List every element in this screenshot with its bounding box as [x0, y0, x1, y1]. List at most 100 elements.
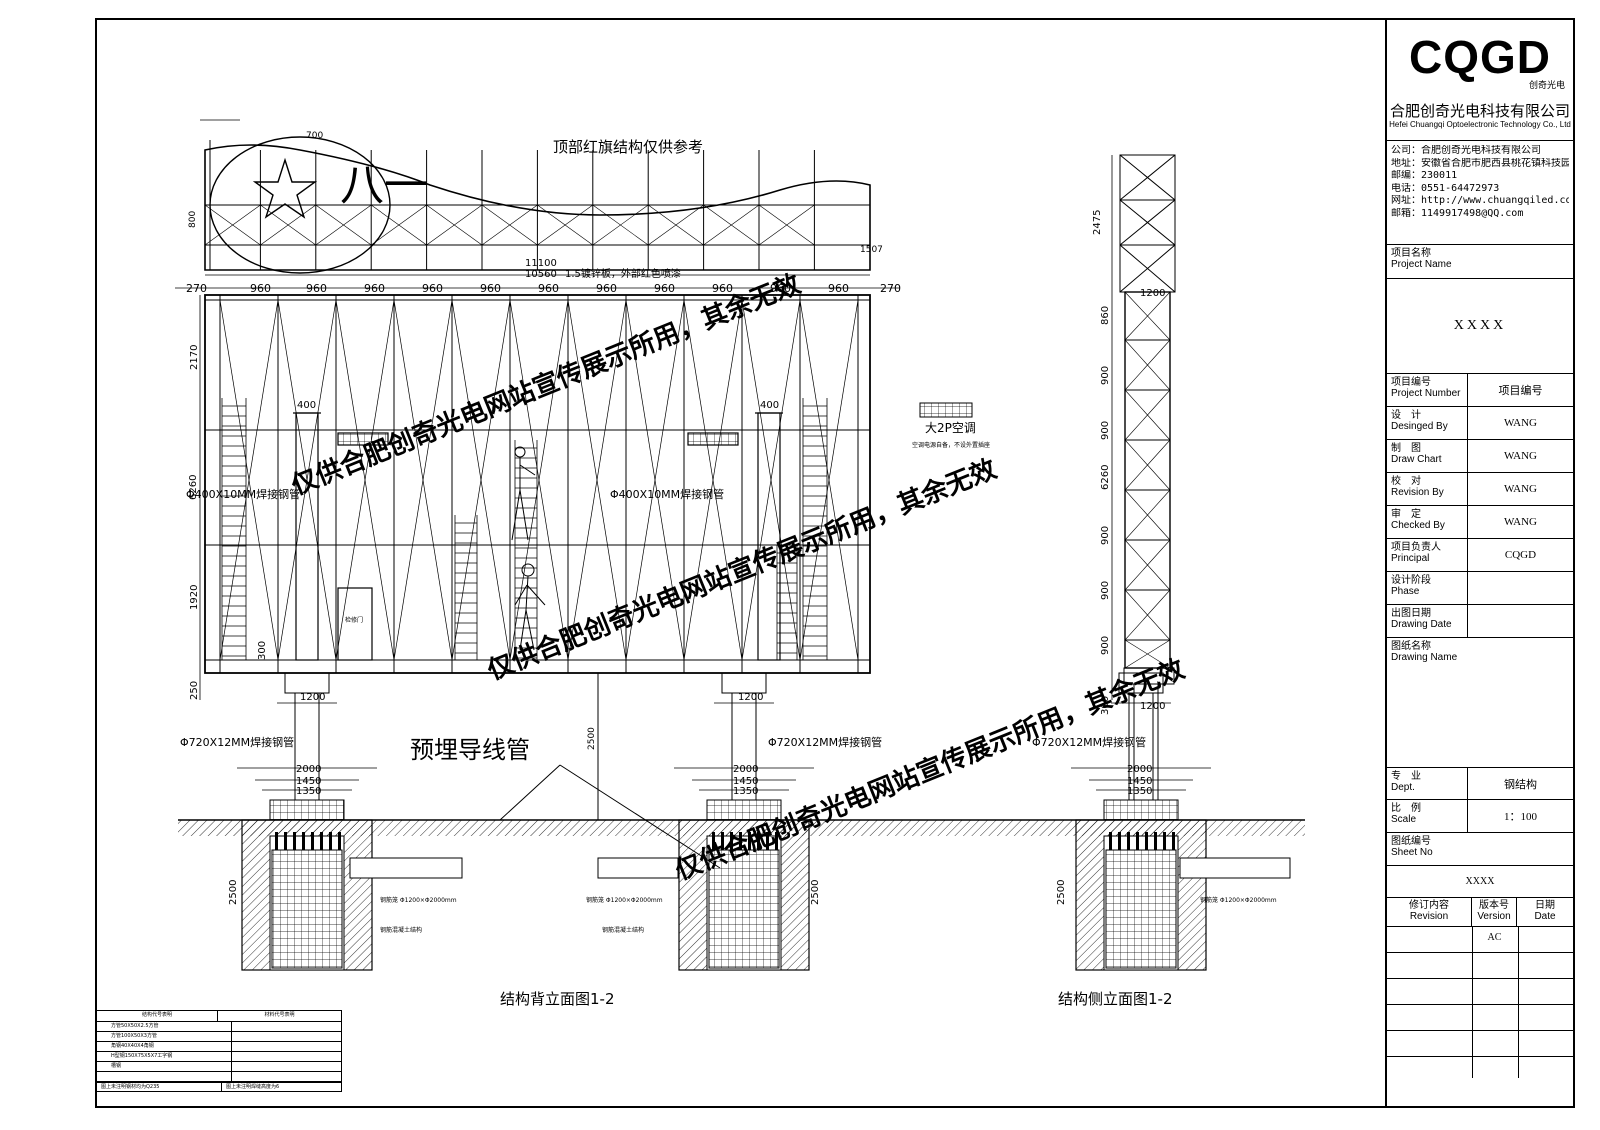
rev-head-date-en: Date [1534, 911, 1556, 922]
top-dim-label: 960 [654, 282, 675, 295]
dim-1350-a: 1350 [296, 786, 321, 797]
row-value: WANG [1467, 440, 1573, 472]
dept-label-en: Dept. [1391, 782, 1415, 793]
top-dim-label: 960 [364, 282, 385, 295]
drawing-frame [95, 18, 1575, 1108]
pipe-720-c: Φ720X12MM焊接钢管 [1032, 735, 1146, 749]
legend-foot-a: 图上未注明钢材均为Q235 [97, 1083, 222, 1091]
rev-head-version-en: Version [1477, 911, 1511, 922]
rebar-note-1: 钢筋笼 Φ1200×Φ2000mm [380, 896, 457, 904]
concrete-note-2: 钢筋混凝土结构 [602, 926, 644, 934]
top-flag [200, 119, 871, 274]
conduit [349, 673, 1291, 879]
sheet-number: XXXX [1387, 866, 1573, 898]
sheet-label: 图纸编号 [1391, 836, 1431, 847]
rev-head-content-en: Revision [1409, 911, 1449, 922]
mid-2500: 2500 [587, 727, 597, 750]
top-dim-label: 270 [186, 282, 207, 295]
row-label-en: Checked By [1391, 520, 1445, 531]
side-dim-2475: 2475 [1092, 210, 1103, 235]
top-dim-label: 960 [770, 282, 791, 295]
dim-250: 250 [189, 681, 200, 700]
dim-1200-d: 1200 [1140, 701, 1165, 712]
row-label: 项目负责人 [1391, 542, 1441, 553]
pipe-720-b: Φ720X12MM焊接钢管 [768, 735, 882, 749]
company-name-cn: 合肥创奇光电科技有限公司 [1389, 103, 1570, 120]
width-inner: 10560 [525, 269, 557, 280]
watermark-1: 仅供合肥创奇光电网站宣传展示所用，其余无效 [287, 268, 805, 501]
rev-head-version: 版本号 [1479, 900, 1509, 911]
dim-400-left: 400 [297, 400, 316, 411]
title-back-elevation: 结构背立面图1-2 [500, 990, 615, 1008]
project-name-label: 项目名称 [1391, 248, 1431, 259]
legend-cell: 方管50X50X2.5方管 [97, 1022, 232, 1031]
top-dim-label: 960 [596, 282, 617, 295]
row-value: WANG [1467, 506, 1573, 538]
project-name: XXXX [1387, 279, 1573, 374]
side-tower [1111, 154, 1176, 800]
company-info: 公司：合肥创奇光电科技有限公司 地址：安徽省合肥市肥西县桃花镇科技园 邮编：23… [1387, 141, 1573, 245]
info-line: 网址：http://www.chuangqiled.com [1391, 195, 1569, 206]
row-label-en: Desinged By [1391, 421, 1448, 432]
ground-line [178, 819, 1305, 836]
row-value: 项目编号 [1467, 374, 1573, 406]
dim-300: 300 [257, 641, 268, 660]
side-dim-label: 900 [1100, 581, 1111, 600]
info-line: 公司：合肥创奇光电科技有限公司 [1391, 145, 1541, 156]
main-frame [204, 294, 871, 674]
top-note: 顶部红旗结构仅供参考 [553, 138, 703, 156]
side-dim-label: 860 [1100, 306, 1111, 325]
info-line: 地址：安徽省合肥市肥西县桃花镇科技园 [1391, 157, 1569, 169]
dim-1200-a: 1200 [300, 692, 325, 703]
dim-700: 700 [306, 131, 323, 141]
dim-2000-b: 2000 [733, 764, 758, 775]
dim-1920: 1920 [189, 585, 200, 610]
inner-columns [293, 412, 783, 661]
legend-table: 结构代号表明 材料代号表明 方管50X50X2.5方管方管100X50X3方管角… [96, 1010, 342, 1092]
row-value: WANG [1467, 407, 1573, 439]
row-label: 设计阶段 [1391, 575, 1431, 586]
legend-row: 方管50X50X2.5方管 [97, 1022, 341, 1032]
top-dim-label: 960 [538, 282, 559, 295]
rebar-note-3: 钢筋笼 Φ1200×Φ2000mm [1200, 896, 1277, 904]
legend-title-b: 材料代号表明 [264, 1012, 295, 1018]
row-value [1467, 572, 1573, 604]
sheet-label-en: Sheet No [1391, 847, 1433, 858]
dim-1450-b: 1450 [733, 776, 758, 787]
width-total: 11100 [525, 258, 557, 269]
dim-1507: 1507 [860, 245, 883, 255]
row-label-en: Project Number [1391, 388, 1461, 399]
dim-2000-a: 2000 [296, 764, 321, 775]
row-label: 设 计 [1391, 410, 1421, 421]
side-1350: 1350 [1127, 786, 1152, 797]
dim-1200-c: 1200 [1140, 288, 1165, 299]
flag-character: 八一 [340, 160, 428, 211]
rev-version: AC [1487, 932, 1502, 943]
dim-1350-b: 1350 [733, 786, 758, 797]
info-line: 电话：0551-64472973 [1391, 182, 1500, 194]
aircon-note: 空调电源自备，不设外置插座 [912, 441, 990, 449]
top-dim-label: 960 [306, 282, 327, 295]
conduit-label: 预埋导线管 [410, 736, 530, 764]
side-dim-label: 900 [1100, 636, 1111, 655]
legend-row [97, 1072, 341, 1082]
legend-title-a: 结构代号表明 [97, 1011, 218, 1021]
side-dim-label: 6260 [1100, 465, 1111, 490]
legend-cell: 槽钢 [97, 1062, 232, 1071]
legend-cell: H型钢150X75X5X7工字钢 [97, 1052, 232, 1061]
top-dim-label: 960 [250, 282, 271, 295]
company-name-en: Hefei Chuangqi Optoelectronic Technology… [1389, 120, 1571, 129]
row-value [1467, 605, 1573, 637]
title-block: CQGD 创奇光电 合肥创奇光电科技有限公司 Hefei Chuangqi Op… [1385, 20, 1573, 1106]
row-label-en: Revision By [1391, 487, 1444, 498]
